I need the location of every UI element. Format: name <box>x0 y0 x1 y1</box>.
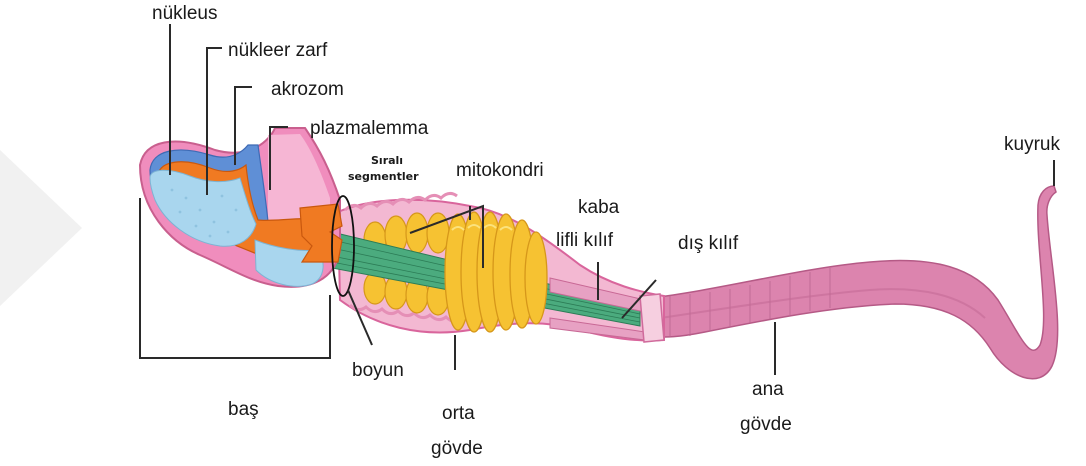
label-outer-sheath: dış kılıf <box>678 233 739 254</box>
label-head: baş <box>228 399 259 420</box>
label-nuclear-envelope: nükleer zarf <box>228 40 328 61</box>
label-tail: kuyruk <box>1004 134 1060 155</box>
label-plasma-membrane: plazmalemma <box>310 118 429 139</box>
label-nucleus: nükleus <box>152 3 218 24</box>
head-nucleus <box>150 170 256 246</box>
label-coarse-fibers-line1: kaba <box>578 197 620 218</box>
label-principal-piece-line1: ana <box>752 379 784 400</box>
label-acrosome: akrozom <box>271 79 344 100</box>
label-midpiece-line2: gövde <box>431 438 483 459</box>
label-coarse-fibers-line2: lifli kılıf <box>556 230 614 251</box>
label-neck: boyun <box>352 360 404 381</box>
label-segmented-columns-line1: Sıralı <box>371 154 403 167</box>
tail-principal-piece <box>650 186 1058 379</box>
watermark-chevron <box>0 150 82 306</box>
label-segmented-columns-line2: segmentler <box>348 170 419 183</box>
label-midpiece-line1: orta <box>442 403 475 424</box>
annulus-ring <box>640 294 664 342</box>
sperm-tail <box>650 186 1058 379</box>
label-principal-piece-line2: gövde <box>740 414 792 435</box>
label-mitochondria: mitokondri <box>456 160 544 181</box>
